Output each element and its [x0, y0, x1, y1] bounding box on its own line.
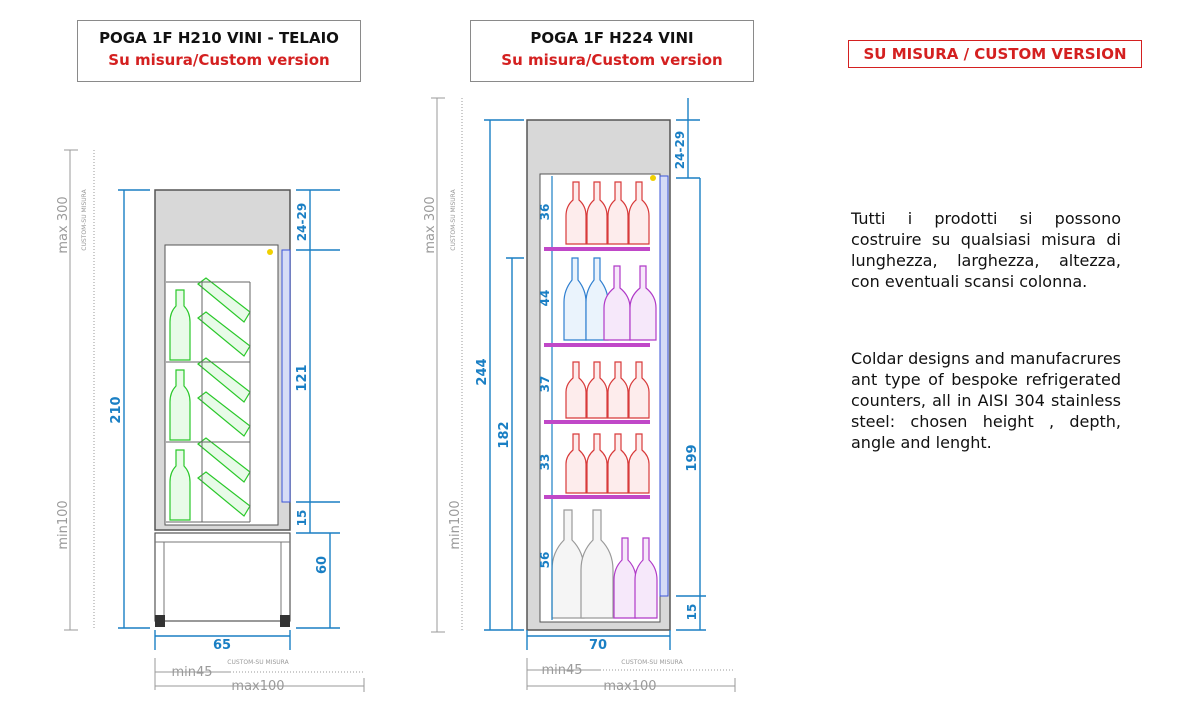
- left-custom-vertical-label: CUSTOM-SU MISURA: [81, 188, 88, 250]
- right-cabinet-drawing: max 300 min100 CUSTOM-SU MISURA 244 182: [423, 97, 736, 694]
- right-shelf-4-height-label: 33: [538, 454, 552, 471]
- right-shelf-2-height-label: 44: [538, 290, 552, 307]
- model-2-subtitle: Su misura/Custom version: [501, 51, 723, 69]
- model-2-title: POGA 1F H224 VINI: [530, 29, 694, 47]
- description-italian: Tutti i prodotti si possono costruire su…: [851, 209, 1121, 291]
- left-top-gap-label: 24-29: [295, 203, 309, 241]
- left-base-height-label: 60: [315, 556, 330, 574]
- right-min-width-label: min45: [541, 663, 582, 678]
- left-min-width-label: min45: [171, 665, 212, 680]
- custom-version-tag: SU MISURA / CUSTOM VERSION: [848, 40, 1142, 68]
- left-min-height-label: min100: [56, 500, 71, 549]
- left-custom-horizontal-label: CUSTOM-SU MISURA: [227, 659, 289, 666]
- model-2-title-box: POGA 1F H224 VINI Su misura/Custom versi…: [470, 20, 754, 82]
- left-cabinet-drawing: max 300 min100 CUSTOM-SU MISURA 210: [56, 149, 365, 694]
- right-top-gap-label: 24-29: [673, 131, 687, 169]
- model-1-title-box: POGA 1F H210 VINI - TELAIO Su misura/Cus…: [77, 20, 361, 82]
- right-shelf-1-height-label: 36: [538, 204, 552, 221]
- right-total-height-label: 244: [475, 358, 490, 385]
- left-max-height-label: max 300: [56, 196, 71, 253]
- left-bottom-gap-label: 15: [295, 510, 309, 527]
- right-shelf-3-height-label: 37: [538, 376, 552, 393]
- right-custom-horizontal-label: CUSTOM-SU MISURA: [621, 659, 683, 666]
- left-door-height-label: 121: [295, 364, 310, 391]
- right-door-height-label: 199: [685, 444, 700, 471]
- custom-version-tag-text: SU MISURA / CUSTOM VERSION: [863, 45, 1127, 63]
- right-inner-height-label: 182: [497, 421, 512, 448]
- right-custom-vertical-label: CUSTOM-SU MISURA: [450, 188, 457, 250]
- right-max-height-label: max 300: [423, 196, 438, 253]
- model-1-subtitle: Su misura/Custom version: [108, 51, 330, 69]
- right-max-width-label: max100: [603, 679, 656, 694]
- model-1-title: POGA 1F H210 VINI - TELAIO: [99, 29, 339, 47]
- right-shelf-5-height-label: 56: [538, 552, 552, 569]
- right-bottom-gap-label: 15: [685, 604, 699, 621]
- left-width-label: 65: [213, 638, 231, 653]
- right-min-height-label: min100: [448, 500, 463, 549]
- description-english: Coldar designs and manufacrures ant type…: [851, 349, 1121, 452]
- left-max-width-label: max100: [231, 679, 284, 694]
- right-width-label: 70: [589, 638, 607, 653]
- left-total-height-label: 210: [109, 396, 124, 423]
